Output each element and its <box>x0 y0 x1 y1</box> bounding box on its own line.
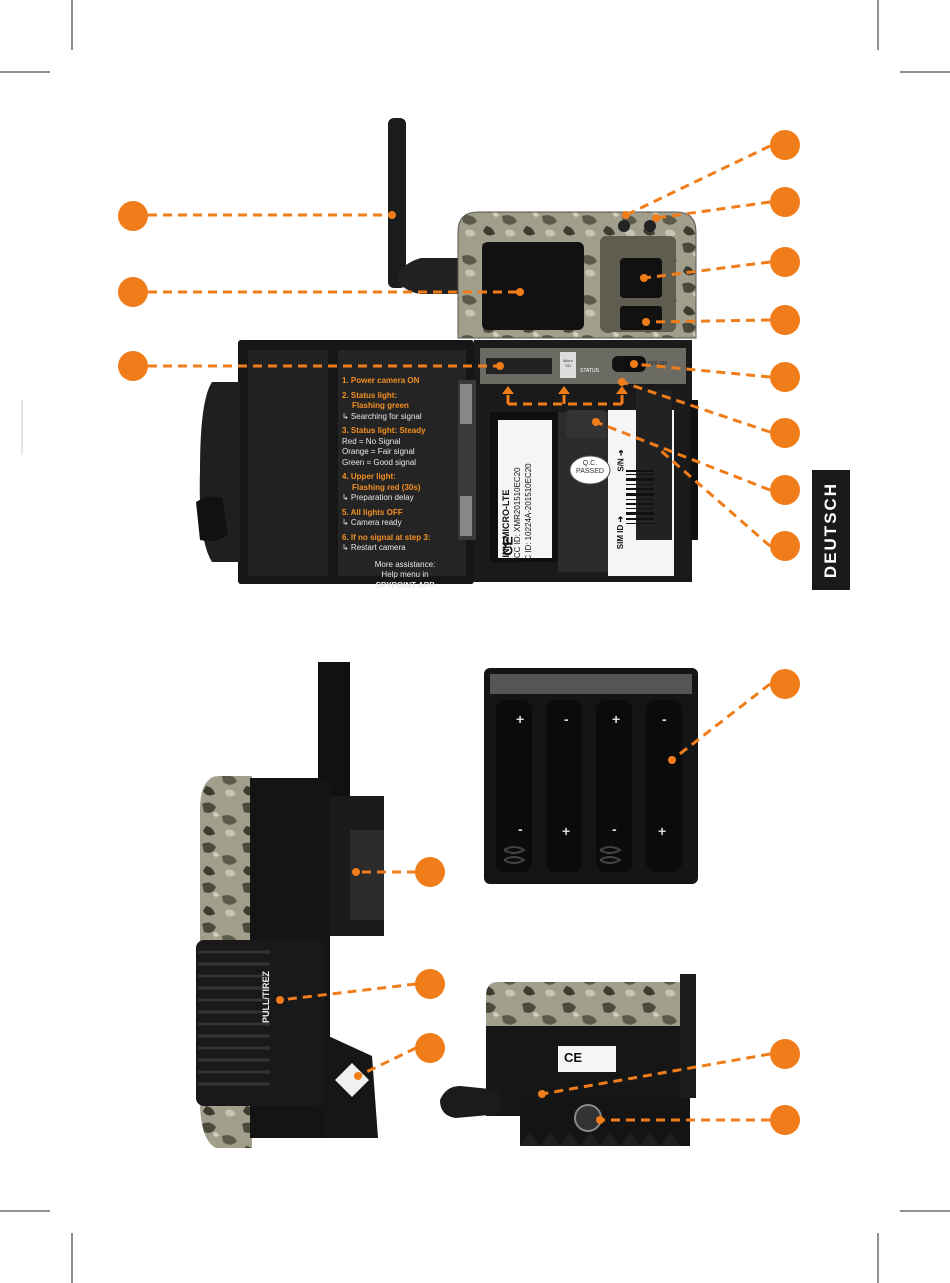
bottom-camo-shell <box>486 982 690 1030</box>
callout-dot <box>770 362 800 392</box>
instr-step3-green: Green = Good signal <box>342 457 417 467</box>
svg-text:-: - <box>612 821 617 837</box>
svg-text:+: + <box>612 711 620 727</box>
callout-dot <box>770 305 800 335</box>
lens-window <box>482 242 584 330</box>
language-tab-label: DEUTSCH <box>821 481 840 579</box>
callout-dot <box>415 1033 445 1063</box>
model-label <box>498 420 552 558</box>
instr-step4-c: ↳ Preparation delay <box>342 493 414 502</box>
svg-text:-: - <box>518 821 523 837</box>
instr-step5-b: ↳ Camera ready <box>342 518 402 527</box>
battery-tray <box>484 668 698 884</box>
callout-dot <box>770 531 800 561</box>
instr-step4-a: 4. Upper light: <box>342 472 396 481</box>
micro-sd-label: Micro SD <box>563 358 573 368</box>
svg-text:-: - <box>564 711 569 727</box>
power-switch <box>612 356 646 372</box>
svg-text:-: - <box>662 711 667 727</box>
callout-dot <box>770 475 800 505</box>
callout-dot <box>118 351 148 381</box>
instr-assist-a: More assistance: <box>374 559 436 569</box>
callout-dot <box>770 187 800 217</box>
instr-step3-a: 3. Status light: Steady <box>342 426 426 435</box>
instr-step6-a: 6. If no signal at step 3: <box>342 532 431 542</box>
motion-sensor <box>620 306 662 330</box>
callout-dot <box>770 669 800 699</box>
callout-dot <box>118 201 148 231</box>
callout-dot <box>770 1039 800 1069</box>
qc-b: PASSED <box>576 468 604 475</box>
micro-sd-slot <box>486 358 552 374</box>
callout-dot <box>770 247 800 277</box>
instr-assist-c: SPYPOINT APP <box>375 580 435 590</box>
instr-assist-b: Help menu in <box>381 570 429 579</box>
callout-dot <box>415 969 445 999</box>
antenna <box>388 118 406 288</box>
instr-step6-b: ↳ Restart camera <box>342 543 406 552</box>
off-on-label: OFF ON <box>648 361 667 367</box>
door-instructions: 1. Power camera ON 2. Status light: Flas… <box>342 376 468 591</box>
callout-dot <box>118 277 148 307</box>
svg-text:+: + <box>562 823 570 839</box>
instr-step2-a: 2. Status light: <box>342 390 398 400</box>
status-label: STATUS <box>580 368 599 374</box>
tripod-mount <box>335 1063 369 1097</box>
callout-dot <box>770 130 800 160</box>
instr-step1: 1. Power camera ON <box>342 376 420 385</box>
instr-step3-orange: Orange = Fair signal <box>342 447 415 456</box>
instr-step2-b: Flashing green <box>352 401 409 410</box>
instr-step3-red: Red = No Signal <box>342 436 401 446</box>
bottom-ce-mark: CE <box>564 1050 583 1065</box>
instr-step2-c: ↳ Searching for signal <box>342 411 422 421</box>
language-tab: DEUTSCH <box>812 470 850 590</box>
qc-a: Q.C. <box>582 460 598 467</box>
instr-step5-a: 5. All lights OFF <box>342 507 403 517</box>
sync-button <box>566 410 606 438</box>
svg-text:+: + <box>658 823 666 839</box>
instr-step4-b: Flashing red (30s) <box>352 482 421 492</box>
qc-stamp: Q.C. PASSED <box>574 460 606 476</box>
callout-dot <box>770 1105 800 1135</box>
svg-text:+: + <box>516 711 524 727</box>
callout-dot <box>770 418 800 448</box>
callout-dot <box>415 857 445 887</box>
